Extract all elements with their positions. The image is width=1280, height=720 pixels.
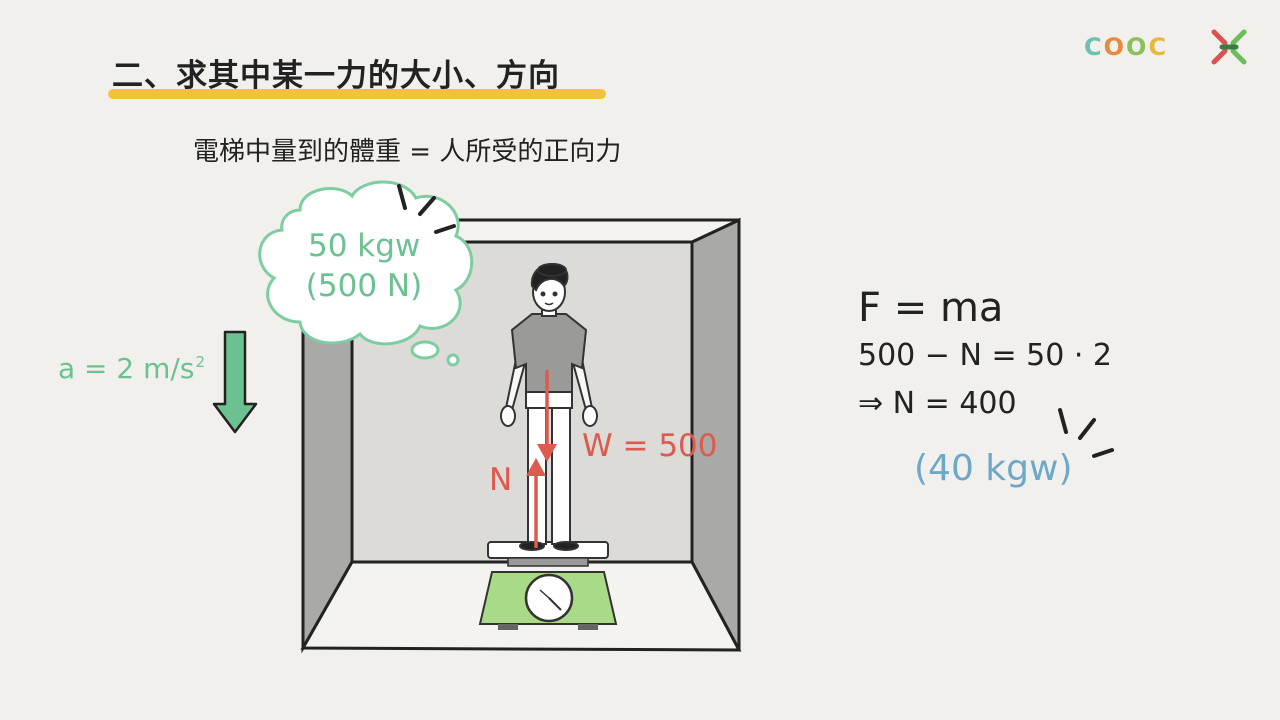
- acceleration-arrow: [212, 330, 258, 434]
- title-underline: [108, 89, 606, 99]
- x-mark-icon: [1211, 29, 1247, 65]
- person-figure: [500, 263, 598, 551]
- weight-arrow: [537, 370, 557, 462]
- bubble-mass-text: 50 kgw: [308, 228, 421, 264]
- equation-substitution: 500 − N = 50 · 2: [858, 338, 1112, 373]
- logo-letter: C: [1148, 33, 1169, 61]
- acceleration-superscript: 2: [195, 353, 205, 371]
- normal-force-arrow: [526, 458, 546, 548]
- result-kgw: (40 kgw): [914, 448, 1073, 489]
- logo-letter: O: [1126, 33, 1149, 61]
- normal-force-label: N: [489, 462, 513, 498]
- subtitle: 電梯中量到的體重 = 人所受的正向力: [193, 137, 622, 167]
- equation-newton: F = ma: [858, 285, 1004, 331]
- page-title: 二、求其中某一力的大小、方向: [112, 58, 560, 94]
- logo-letter: O: [1103, 33, 1127, 61]
- emphasis-marks: [1058, 408, 1114, 458]
- equation-result: ⇒ N = 400: [858, 386, 1017, 421]
- acceleration-label-text: a = 2 m/s: [58, 352, 195, 385]
- acceleration-label: a = 2 m/s2: [58, 352, 205, 385]
- weight-force-label: W = 500: [582, 428, 718, 464]
- emphasis-marks: [397, 184, 456, 234]
- bathroom-scale: [478, 541, 618, 630]
- bubble-weight-text: (500 N): [305, 268, 423, 304]
- logo-letter: C: [1084, 33, 1104, 61]
- cooc-logo: COOC: [1084, 33, 1168, 61]
